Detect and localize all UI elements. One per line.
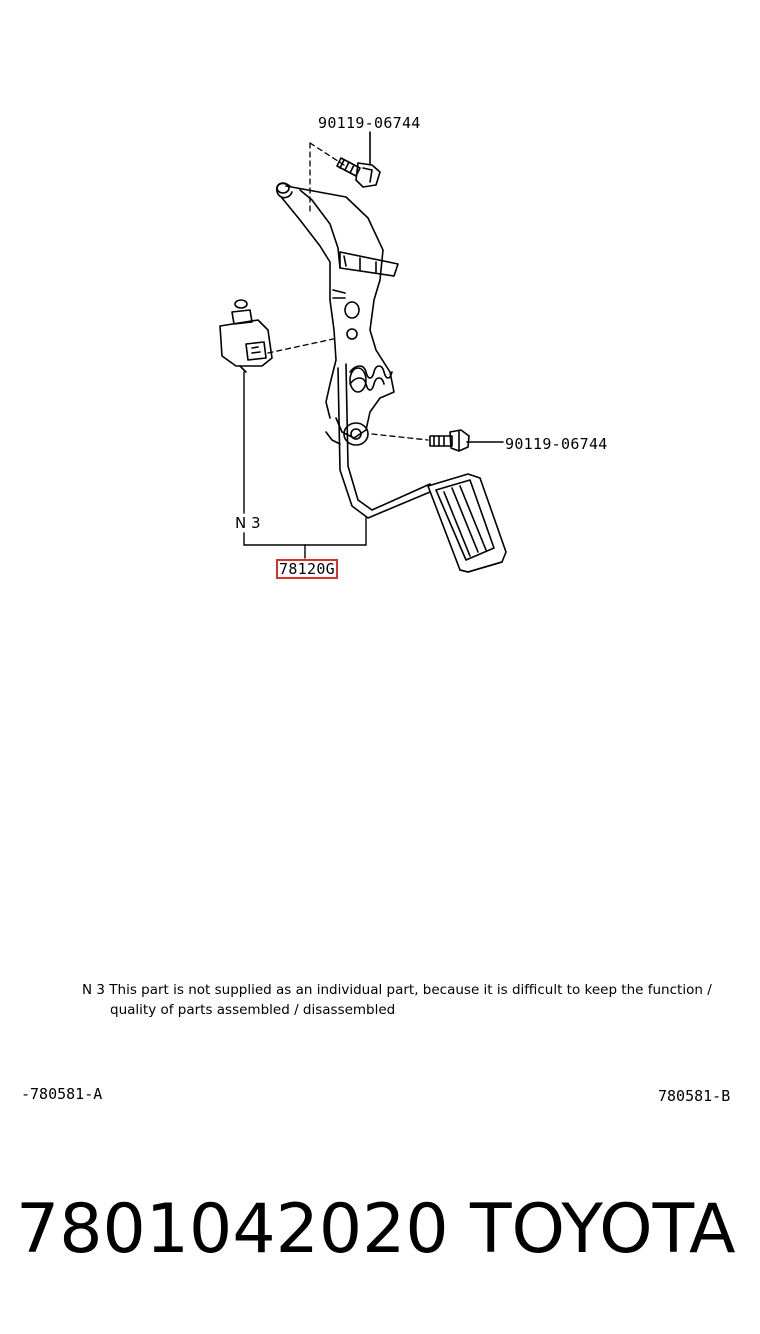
- dashed-guides: [267, 142, 429, 441]
- footer-part-number: 7801042020: [16, 1190, 449, 1269]
- footer-brand: TOYOTA: [470, 1190, 736, 1269]
- pedal-pad-icon: [427, 473, 507, 573]
- bolt-top-icon: [336, 157, 381, 188]
- callout-bolt-top: 90119-06744: [318, 114, 421, 132]
- pedal-sensor-icon: [219, 299, 273, 373]
- bolt-right-icon: [429, 429, 470, 452]
- footnote-marker: N 3: [82, 982, 105, 998]
- footnote-text-2: quality of parts assembled / disassemble…: [110, 1002, 396, 1018]
- callout-bolt-right: 90119-06744: [505, 435, 608, 453]
- accelerator-pedal-diagram: [219, 131, 507, 573]
- footnote-text-1: This part is not supplied as an individu…: [109, 982, 712, 998]
- pedal-arm: [275, 182, 399, 446]
- pedal-rod: [337, 363, 431, 519]
- callout-n3-marker: N 3: [235, 514, 261, 532]
- figure-ref-left: -780581-A: [21, 1085, 103, 1103]
- callout-assembly-highlighted[interactable]: 78120G: [276, 559, 338, 579]
- assembly-bracket: [243, 371, 367, 559]
- footnote: N 3 This part is not supplied as an indi…: [82, 980, 712, 1020]
- figure-ref-right: 780581-B: [658, 1087, 731, 1105]
- footnote-line1: N 3 This part is not supplied as an indi…: [82, 980, 712, 1000]
